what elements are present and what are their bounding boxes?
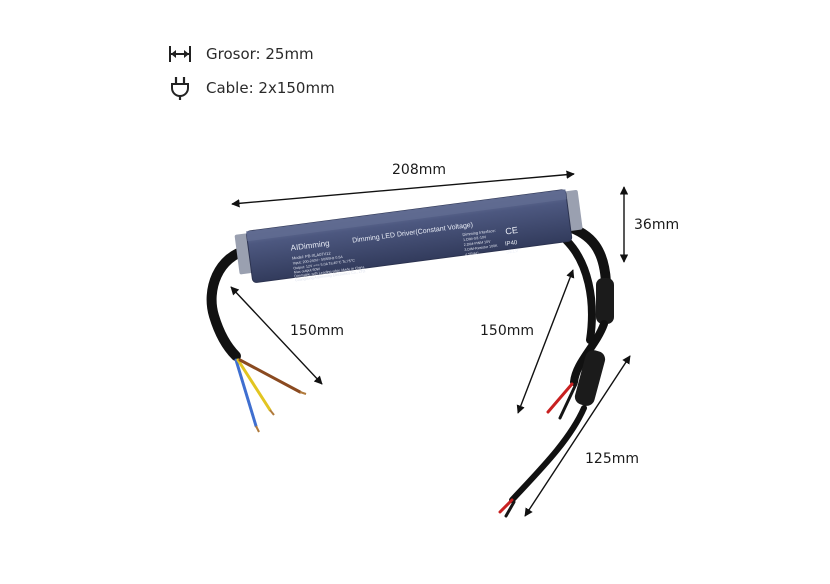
input-cable bbox=[206, 245, 307, 433]
spec-cable-text: Cable: 2x150mm bbox=[206, 79, 335, 97]
label-model: Model: PB-XLA07V12 bbox=[292, 250, 332, 260]
spec-thickness-text: Grosor: 25mm bbox=[206, 45, 314, 63]
dim-connector bbox=[574, 350, 606, 406]
wire-yellow bbox=[236, 358, 272, 412]
output-connector bbox=[596, 278, 614, 324]
input-cable-label: 150mm bbox=[290, 323, 344, 339]
label-ce: CE bbox=[505, 225, 519, 237]
dim-cable-label: 125mm bbox=[585, 451, 639, 467]
output-cable-label: 150mm bbox=[480, 323, 534, 339]
length-arrow bbox=[231, 170, 575, 208]
label-line3: Max output 60W bbox=[294, 267, 321, 274]
label-line1: Input: 200-240V~ 50/60Hz 0.5A bbox=[292, 255, 343, 266]
label-i4: 4.TRIAC bbox=[465, 251, 480, 257]
length-label: 208mm bbox=[392, 162, 446, 178]
label-interface: Dimming Interface: bbox=[462, 228, 496, 237]
wire-blue bbox=[234, 358, 258, 428]
output-cables bbox=[498, 221, 614, 518]
label-i2: 2.DIM-PWM 10V bbox=[464, 239, 492, 247]
label-i3: 3.DIM-Resistor 100K bbox=[464, 244, 498, 252]
driver-case: AIDimming Dimming LED Driver(Constant Vo… bbox=[234, 189, 583, 283]
label-selv: SELV bbox=[506, 248, 520, 256]
dim-cable-arrow bbox=[524, 355, 631, 517]
height-label: 36mm bbox=[634, 217, 680, 233]
spec-thickness: Grosor: 25mm bbox=[168, 42, 314, 66]
label-ip: IP40 bbox=[505, 240, 519, 248]
spec-cable: Cable: 2x150mm bbox=[168, 76, 335, 100]
wire-brown bbox=[238, 358, 302, 394]
input-cable-arrow bbox=[230, 286, 323, 385]
label-i1: 1.DIM-0/1-10V bbox=[463, 235, 487, 242]
plug-icon bbox=[171, 77, 189, 100]
thickness-icon bbox=[169, 46, 191, 62]
